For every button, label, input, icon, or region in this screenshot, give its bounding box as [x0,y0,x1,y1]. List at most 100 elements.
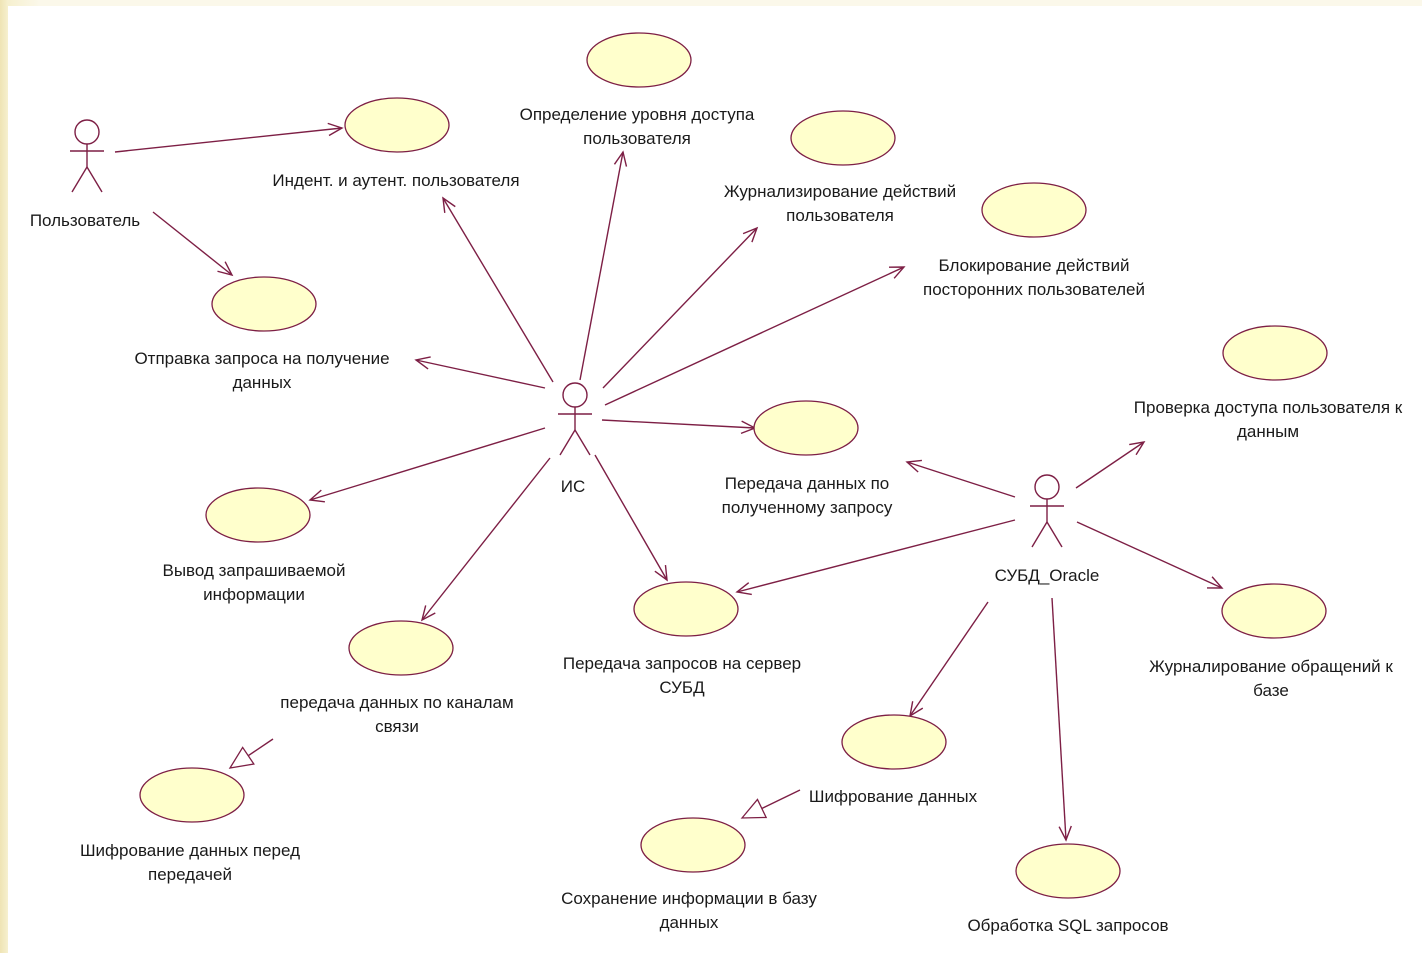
association-dbms-to_server [735,519,1016,596]
arrow-head-icon [888,266,906,279]
association-dbms-check_access [1075,441,1146,489]
association-line [604,266,905,406]
generalization-encrypt-save [740,789,801,819]
use-case-ellipse[interactable] [1221,583,1327,639]
use-case-ellipse[interactable] [1015,843,1121,899]
association-user-send_request [152,211,234,277]
association-line [909,601,989,717]
use-case-ellipse[interactable] [640,817,746,873]
association-line [594,454,668,581]
association-line [736,519,1016,593]
arrow-head-icon [327,122,344,137]
use-case-label: Блокирование действий [939,256,1130,275]
actor-label: ИС [561,477,586,496]
association-line [602,227,758,389]
use-case-ellipse[interactable] [348,620,454,676]
association-line [1051,597,1067,841]
use-case-ellipse[interactable] [841,714,947,770]
actor-label: СУБД_Oracle [995,566,1100,585]
use-case-label: Отправка запроса на получение [134,349,389,368]
association-dbms-transfer_data [905,459,1016,498]
actor-dbms[interactable]: СУБД_Oracle [995,474,1100,585]
association-line [1075,441,1145,489]
use-case-ellipse[interactable] [981,182,1087,238]
association-is-send_request [414,356,546,389]
association-line [579,151,624,381]
association-line [442,197,554,383]
association-user-auth [114,122,344,153]
arrow-head-icon [1058,825,1072,842]
use-case-encrypt[interactable]: Шифрование данных [809,714,978,806]
use-case-label: Шифрование данных [809,787,978,806]
use-case-label: пользователя [583,129,691,148]
arrow-head-icon [735,582,752,596]
use-case-ellipse[interactable] [139,767,245,823]
use-case-auth[interactable]: Индент. и аутент. пользователя [272,97,520,190]
use-case-label: Вывод запрашиваемой [162,561,345,580]
use-case-block[interactable]: Блокирование действий посторонних пользов… [923,182,1145,299]
association-line [601,419,756,429]
use-case-label: Шифрование данных перед [80,841,300,860]
use-case-ellipse[interactable] [633,581,739,637]
use-case-label: Обработка SQL запросов [967,916,1168,935]
use-case-label: Передача данных по [725,474,890,493]
use-case-label: Журнализирование действий [724,182,956,201]
use-case-label: данных [660,913,719,932]
use-case-label: передачей [148,865,232,884]
use-case-journal_db[interactable]: Журналирование обращений к базе [1149,583,1393,700]
arrow-head-icon [613,150,628,167]
arrow-head-icon [442,196,456,213]
association-is-to_server [594,454,668,582]
use-case-label: базе [1253,681,1289,700]
use-case-ellipse[interactable] [211,276,317,332]
use-case-output[interactable]: Вывод запрашиваемой информации [162,487,346,604]
use-case-label: Журналирование обращений к [1149,657,1393,676]
use-case-encrypt_before[interactable]: Шифрование данных перед передачей [80,767,300,884]
association-dbms-sql [1051,597,1072,842]
association-line [114,127,343,153]
use-case-ellipse[interactable] [344,97,450,153]
use-case-label: Проверка доступа пользователя к [1134,398,1403,417]
use-case-ellipse[interactable] [753,400,859,456]
use-case-ellipse[interactable] [586,32,692,88]
use-case-label: СУБД [659,678,705,697]
actor-figure-icon[interactable] [558,382,592,456]
association-is-journal_actions [602,226,759,389]
use-case-label: информации [203,585,305,604]
association-dbms-encrypt [909,601,989,718]
association-is-access_level [579,150,628,381]
association-line [415,359,546,389]
association-is-block [604,266,906,406]
use-case-label: посторонних пользователей [923,280,1145,299]
connector-layer [114,122,1224,842]
use-case-sql[interactable]: Обработка SQL запросов [967,843,1169,935]
use-case-label: передача данных по каналам [280,693,513,712]
actor-user[interactable]: Пользователь [30,119,140,230]
association-line [1076,521,1223,589]
generalization-triangle-icon [228,746,255,769]
association-line [421,457,551,621]
use-case-ellipse[interactable] [205,487,311,543]
association-is-auth [442,196,554,383]
arrow-head-icon [308,489,325,503]
use-case-label: Передача запросов на сервер [563,654,801,673]
association-dbms-journal_db [1076,521,1224,589]
use-case-ellipse[interactable] [1222,325,1328,381]
actor-is[interactable]: ИС [558,382,592,496]
arrow-head-icon [414,356,431,370]
association-is-output [308,427,546,503]
actor-figure-icon[interactable] [70,119,104,193]
association-line [309,427,546,501]
actor-figure-icon[interactable] [1030,474,1064,548]
use-case-ellipse[interactable] [790,110,896,166]
arrow-head-icon [217,261,234,277]
